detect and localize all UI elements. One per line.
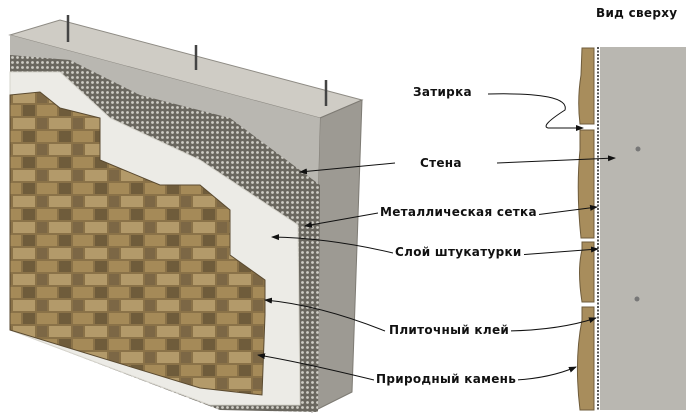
leader-plaster-right [517,246,599,256]
label-grout: Затирка [411,85,474,99]
leader-adhesive-right [507,317,597,332]
leader-adhesive-left [264,297,386,332]
leader-stone-right [515,366,577,381]
top-view-stone [576,47,595,411]
label-stone: Природный камень [374,372,519,386]
top-view-wall [600,47,686,410]
wall-3d-view [8,15,364,413]
label-adhesive: Плиточный клей [387,323,512,337]
label-wall: Стена [418,156,464,170]
leader-plaster-left [271,234,394,254]
top-view-title: Вид сверху [594,6,680,20]
leader-mesh-right [534,204,598,216]
leader-wall-left [299,162,396,175]
leader-mesh-left [304,212,379,228]
label-plaster: Слой штукатурки [393,245,524,259]
leader-grout [487,93,584,131]
top-view-section [576,47,686,411]
leader-stone-left [257,353,375,381]
label-mesh: Металлическая сетка [378,205,539,219]
wall-side-face [311,99,363,413]
leader-lines [257,93,616,381]
leader-wall-right [496,155,616,164]
stone-layer [9,91,266,396]
